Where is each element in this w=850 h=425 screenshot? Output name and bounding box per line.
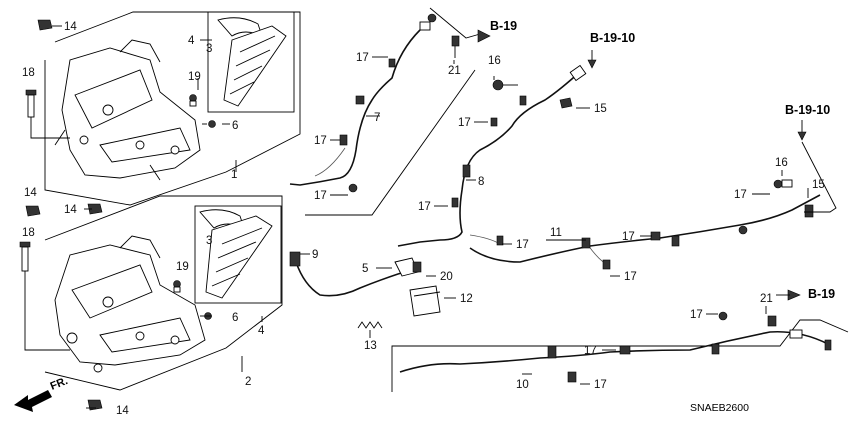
callout-14-b: 14 xyxy=(64,204,77,216)
callout-12: 12 xyxy=(460,293,473,305)
cable-8 xyxy=(397,64,587,247)
divider-line-lower xyxy=(391,319,849,392)
cable-11 xyxy=(469,141,837,270)
callout-14-d: 14 xyxy=(116,405,129,417)
callout-14-a: 14 xyxy=(64,21,77,33)
callout-3-a: 3 xyxy=(206,43,212,55)
callout-19-a: 19 xyxy=(188,71,201,83)
callout-17-d: 17 xyxy=(458,117,471,129)
callout-11: 11 xyxy=(550,227,562,239)
callout-7: 7 xyxy=(374,112,380,124)
ref-b19-right: B-19 xyxy=(808,287,835,301)
callout-17-g: 17 xyxy=(622,231,635,243)
callout-20: 20 xyxy=(440,271,453,283)
callout-17-l: 17 xyxy=(594,379,607,391)
front-label: FR. xyxy=(49,375,70,393)
callout-13: 13 xyxy=(364,340,377,352)
callout-17-b: 17 xyxy=(314,135,327,147)
callout-16-b: 16 xyxy=(775,157,788,169)
callout-3-b: 3 xyxy=(206,235,212,247)
callout-17-h: 17 xyxy=(624,271,637,283)
ref-b1910-top: B-19-10 xyxy=(590,31,635,45)
callout-4-a: 4 xyxy=(188,35,195,47)
callout-17-k: 17 xyxy=(584,345,597,357)
callout-15-b: 15 xyxy=(812,179,825,191)
callout-17-e: 17 xyxy=(418,201,431,213)
front-direction-arrow: FR. xyxy=(14,375,70,412)
diagram-part-code: SNAEB2600 xyxy=(690,402,749,414)
leader-lines xyxy=(52,25,809,409)
callout-17-i: 17 xyxy=(734,189,747,201)
callout-21-a: 21 xyxy=(448,65,461,77)
lever-assembly-lower xyxy=(19,195,283,411)
callout-17-f: 17 xyxy=(516,239,529,251)
grip-box-upper xyxy=(207,11,295,113)
grip-box-lower xyxy=(194,205,282,304)
callout-numbers: 14 18 4 3 19 6 1 14 14 18 3 19 6 4 2 14 … xyxy=(22,21,825,417)
callout-2: 2 xyxy=(245,376,251,388)
callout-14-c: 14 xyxy=(24,187,37,199)
callout-18-a: 18 xyxy=(22,67,35,79)
callout-17-c: 17 xyxy=(314,190,327,202)
ref-b19-top: B-19 xyxy=(490,19,517,33)
cable-5-group xyxy=(289,251,441,329)
callout-9: 9 xyxy=(312,249,318,261)
callout-6-a: 6 xyxy=(232,120,238,132)
callout-17-a: 17 xyxy=(356,52,369,64)
cable-10 xyxy=(399,311,832,383)
divider-line-upper xyxy=(305,69,476,216)
callout-21-b: 21 xyxy=(760,293,773,305)
callout-5: 5 xyxy=(362,263,368,275)
callout-16-a: 16 xyxy=(488,55,501,67)
callout-15-a: 15 xyxy=(594,103,607,115)
lever-assembly-upper xyxy=(25,11,301,215)
ref-b1910-right: B-19-10 xyxy=(785,103,830,117)
callout-18-b: 18 xyxy=(22,227,35,239)
callout-19-b: 19 xyxy=(176,261,189,273)
callout-4-b: 4 xyxy=(258,325,265,337)
callout-6-b: 6 xyxy=(232,312,238,324)
callout-10: 10 xyxy=(516,379,529,391)
reference-labels: B-19 B-19-10 B-19-10 B-19 xyxy=(490,19,835,301)
callout-17-j: 17 xyxy=(690,309,703,321)
callout-1: 1 xyxy=(231,169,237,181)
cable-7 xyxy=(289,7,491,193)
callout-8: 8 xyxy=(478,176,484,188)
